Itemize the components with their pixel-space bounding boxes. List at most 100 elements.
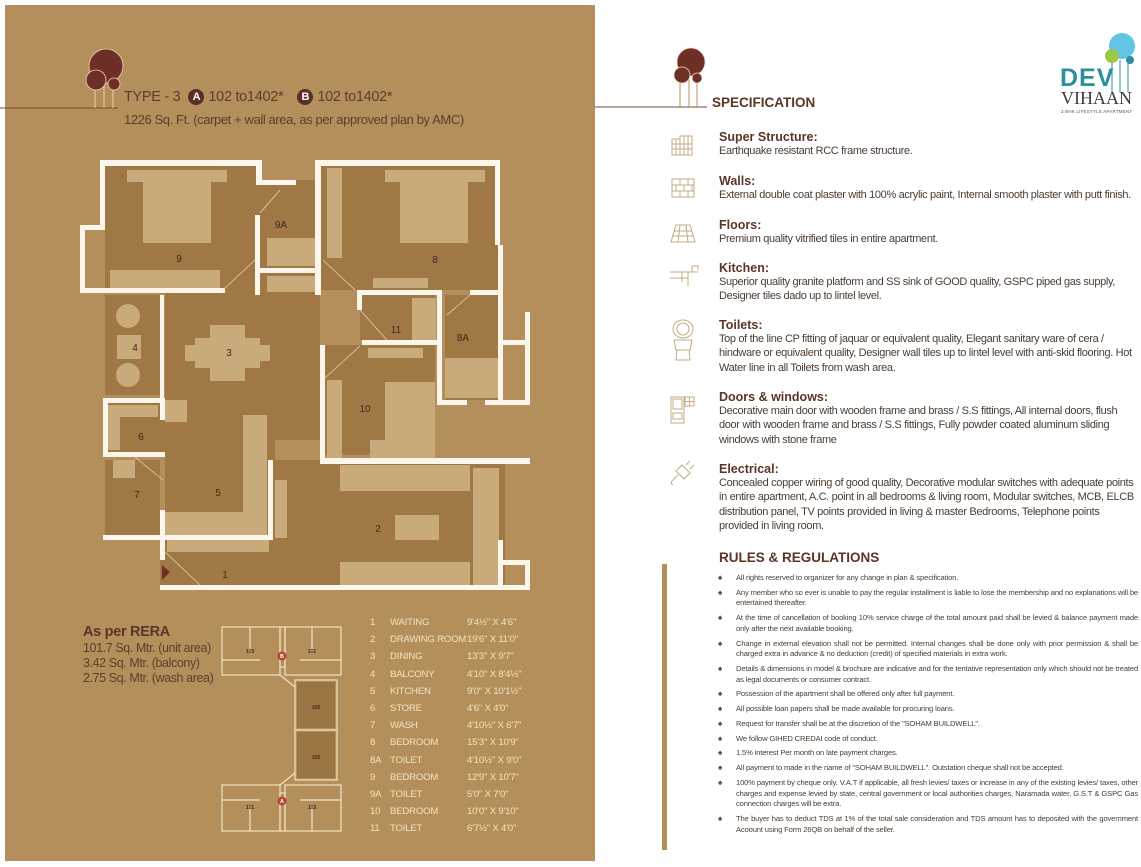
keyplan-unit-103-bottom: 103	[308, 805, 317, 811]
room-label-2: 2	[375, 524, 381, 535]
wing-a-badge: A	[188, 89, 205, 105]
bullet-icon: ♠	[718, 704, 723, 714]
store-shelf-side	[108, 405, 120, 450]
dresser-8	[373, 278, 428, 288]
spec-title: Doors & windows:	[719, 390, 829, 404]
furniture	[108, 168, 499, 586]
toilet-9a-fixture	[267, 238, 315, 266]
dresser-10	[368, 348, 423, 358]
bullet-icon: ♠	[718, 689, 723, 699]
rules-accent-bar	[662, 564, 667, 850]
spec-kitchen: Kitchen: Superior quality granite platfo…	[719, 261, 1134, 304]
entrance-arrow-icon	[162, 565, 170, 580]
kitchen-counter-bottom	[165, 512, 267, 536]
rera-area-block: As per RERA 101.7 Sq. Mtr. (unit area) 3…	[83, 624, 214, 686]
kitchen-tall-unit	[275, 480, 287, 538]
spec-text: Superior quality granite platform and SS…	[719, 276, 1115, 303]
sofa-top	[340, 465, 470, 491]
room-label-4: 4	[132, 343, 138, 354]
rule-item: ♠Details & dimensions in model & brochur…	[718, 663, 1138, 684]
wardrobe-10	[327, 380, 342, 458]
spec-title: Floors:	[719, 218, 762, 232]
coffee-table	[395, 515, 439, 540]
toilet-8a-basin	[445, 358, 498, 398]
floor-plan-drawing: 1 2 3 4 5 6 7 8 8A 9 9A 10 11	[80, 160, 530, 590]
bullet-icon: ♠	[718, 638, 723, 648]
unit-type-label: TYPE - 3	[124, 89, 181, 105]
room-label-9: 9	[176, 254, 182, 265]
bed-8	[400, 178, 468, 243]
spec-text: Top of the line CP fitting of jaquar or …	[719, 333, 1132, 374]
room-label-1: 1	[222, 570, 228, 581]
keyplan-unit-101-bottom: 101	[246, 805, 255, 811]
bullet-icon: ♠	[718, 613, 723, 623]
bullet-icon: ♠	[718, 663, 723, 673]
bullet-icon: ♠	[718, 718, 723, 728]
washing-machine	[113, 460, 135, 478]
spec-walls: Walls: External double coat plaster with…	[719, 174, 1134, 202]
rules-heading: RULES & REGULATIONS	[719, 550, 880, 565]
rule-item: ♠Possession of the apartment shall be of…	[718, 689, 955, 699]
fridge	[165, 400, 187, 422]
wardrobe-9	[110, 270, 220, 288]
spec-super-structure: Super Structure: Earthquake resistant RC…	[719, 130, 1134, 158]
spec-toilets: Toilets: Top of the line CP fitting of j…	[719, 318, 1134, 375]
kitchen-sink-icon	[670, 265, 699, 286]
spec-title: Toilets:	[719, 318, 763, 332]
sofa-side	[473, 468, 499, 586]
wing-b-badge: B	[297, 89, 314, 105]
rule-item: ♠Request for transfer shall be at the di…	[718, 718, 980, 728]
wing-b-marker-icon	[277, 651, 287, 661]
rule-item: ♠At the time of cancellation of booking …	[718, 613, 1138, 633]
spec-electrical: Electrical: Concealed copper wiring of g…	[719, 462, 1134, 533]
bullet-icon: ♠	[718, 763, 723, 773]
door-window-icon	[670, 396, 695, 424]
room-label-9a: 9A	[275, 220, 288, 231]
rule-item: ♠All possible loan papers shall be made …	[718, 704, 955, 714]
spec-text: External double coat plaster with 100% a…	[719, 189, 1131, 201]
balcony-chair-2	[116, 363, 140, 387]
door-swings	[134, 189, 471, 586]
balcony-chair-1	[116, 304, 140, 328]
rule-item: ♠Change in external elevation shall not …	[718, 638, 1138, 659]
rule-item: ♠We follow GIHED CREDAI code of conduct.	[718, 733, 878, 743]
logo-vihaan-text: VIHAAN	[1061, 88, 1132, 108]
spec-floors: Floors: Premium quality vitrified tiles …	[719, 218, 1134, 246]
toilet-11-fixture	[412, 298, 436, 340]
rera-balcony-area: 3.42 Sq. Mtr. (balcony)	[83, 656, 200, 670]
room-label-11: 11	[391, 325, 402, 336]
wing-a-marker-icon	[277, 796, 287, 806]
room-label-7: 7	[134, 490, 140, 501]
spec-text: Premium quality vitrified tiles in entir…	[719, 233, 939, 245]
tree-logo-icon	[595, 47, 707, 108]
rera-unit-area: 101.7 Sq. Mtr. (unit area)	[83, 641, 211, 655]
rera-title: As per RERA	[83, 624, 170, 640]
spec-doors-windows: Doors & windows: Decorative main door wi…	[719, 390, 1134, 447]
electric-plug-icon	[670, 460, 695, 486]
spec-text: Decorative main door with wooden frame a…	[719, 405, 1118, 446]
bullet-icon: ♠	[718, 777, 723, 787]
rule-item: ♠Any member who so ever is unable to pay…	[718, 587, 1138, 608]
wing-a-range: 102 to1402*	[208, 89, 284, 105]
rules-list: ♠All rights reserved to organizer for an…	[718, 573, 1138, 839]
wardrobe-8	[327, 168, 342, 258]
balcony-table	[117, 335, 141, 359]
keyplan-unit-102-upper: 102	[312, 705, 321, 711]
rule-item: ♠All payment to made in the name of "SOH…	[718, 763, 1064, 773]
waiting-bench	[167, 540, 269, 552]
dining-table	[185, 325, 270, 381]
floor-tiles-icon	[670, 224, 696, 243]
logo-dev-text: DEV	[1060, 64, 1115, 92]
bullet-icon: ♠	[718, 733, 723, 743]
keyplan-unit-102-lower: 102	[312, 755, 321, 761]
spec-title: Super Structure:	[719, 130, 818, 144]
dev-vihaan-logo-icon	[1105, 33, 1135, 92]
